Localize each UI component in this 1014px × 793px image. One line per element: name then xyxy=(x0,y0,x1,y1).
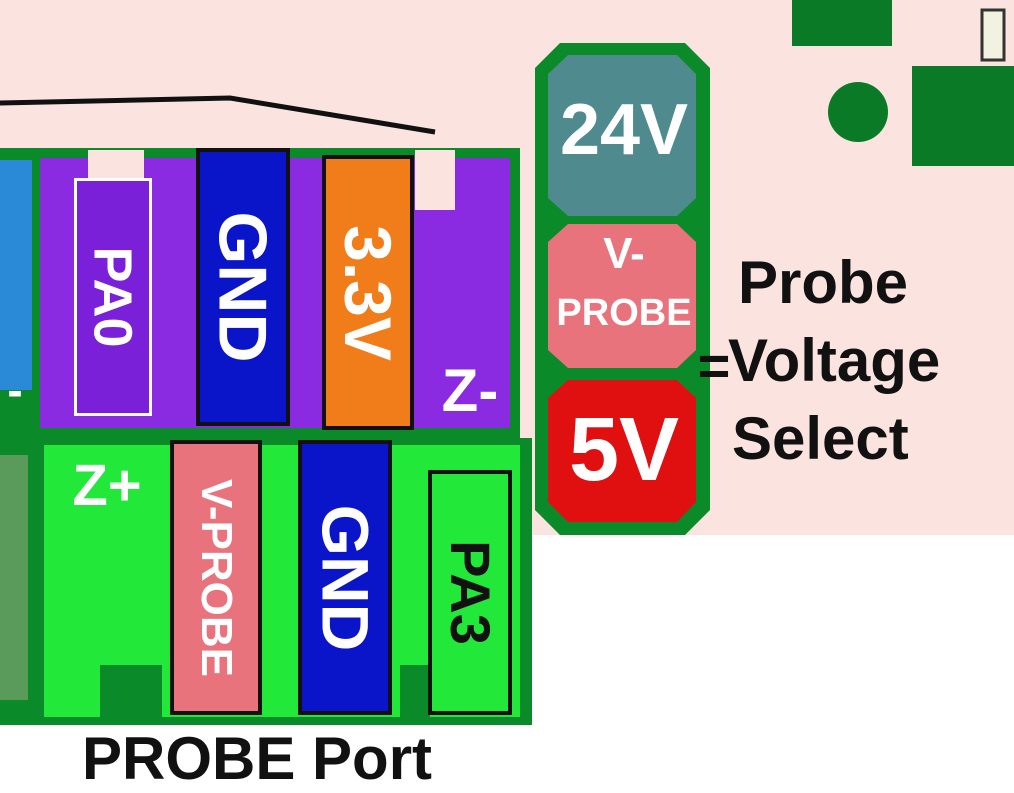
jumper-vprobe-pad xyxy=(548,224,696,368)
wire-trace xyxy=(0,95,436,135)
jumper-5v-label: 5V xyxy=(568,399,680,500)
component-pin xyxy=(980,8,1006,62)
jumper-header xyxy=(535,43,710,535)
caption-select: Select xyxy=(732,405,909,472)
housing-notch-bottom-right xyxy=(400,665,430,720)
jumper-5v-pad xyxy=(548,380,696,522)
pin-pa0: PA0 xyxy=(74,178,152,416)
z-minus-label: Z- xyxy=(441,356,499,424)
jumper-vprobe-label-line2: PROBE xyxy=(556,291,692,334)
pin-v-probe: V-PROBE xyxy=(170,440,262,715)
left-neighbor-connector xyxy=(0,160,32,390)
housing-notch-bottom-left xyxy=(100,665,162,720)
housing-notch-left xyxy=(88,150,144,178)
pin-pa3: PA3 xyxy=(428,470,512,715)
probe-port-caption: PROBE Port xyxy=(82,725,433,792)
pin-v-probe-label: V-PROBE xyxy=(192,478,242,677)
z-plus-label: Z+ xyxy=(72,452,142,518)
left-cut-label: - xyxy=(7,364,23,416)
board-edge-area xyxy=(530,535,1014,790)
pin-gnd-top-label: GND xyxy=(205,211,282,363)
pin-3v3: 3.3V xyxy=(322,155,414,430)
jumper-vprobe-label-line1: V- xyxy=(603,229,645,278)
jumper-24v-label: 24V xyxy=(559,90,689,170)
caption-voltage: Voltage xyxy=(728,327,941,394)
pad-top xyxy=(792,0,892,46)
pin-3v3-label: 3.3V xyxy=(331,224,405,361)
housing-notch-right xyxy=(415,150,455,210)
pin-pa3-label: PA3 xyxy=(438,540,502,645)
equals-sign: = xyxy=(697,333,731,397)
pin-gnd-bottom: GND xyxy=(298,440,392,715)
pin-gnd-bottom-label: GND xyxy=(308,504,383,651)
via-pad xyxy=(828,82,888,142)
pad-right xyxy=(912,66,1014,166)
pin-pa0-label: PA0 xyxy=(83,246,144,348)
left-neighbor-connector-bottom xyxy=(0,455,28,700)
caption-probe: Probe xyxy=(738,249,909,316)
pin-gnd-top: GND xyxy=(196,148,290,426)
jumper-24v-pad xyxy=(548,55,696,216)
